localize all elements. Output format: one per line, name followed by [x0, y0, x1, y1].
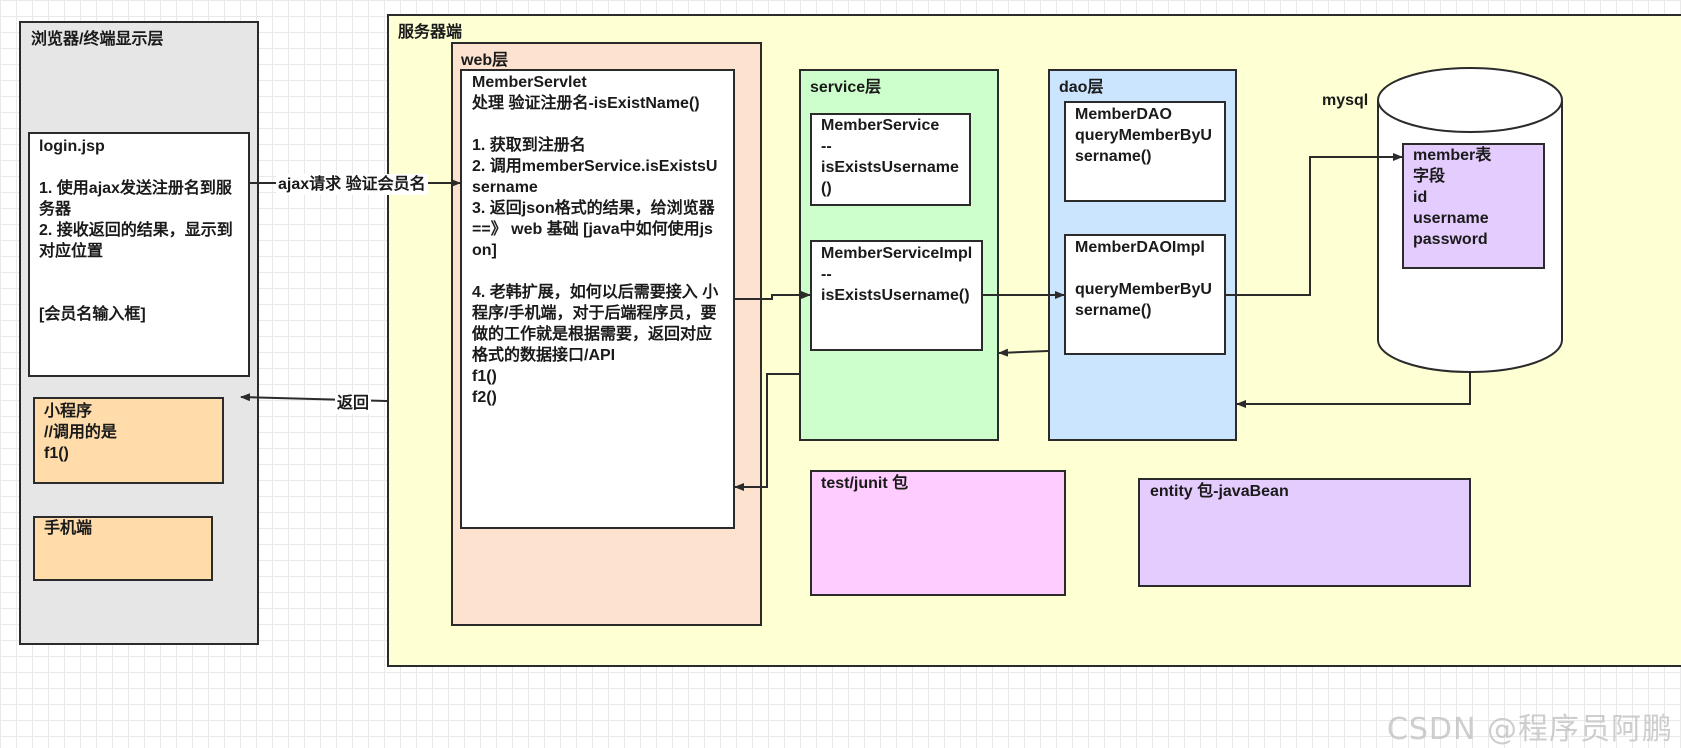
- test-junit-text: test/junit 包: [821, 475, 909, 492]
- member-table-text: member表 字段 id username password: [1413, 147, 1492, 248]
- login-jsp-body: 1. 使用ajax发送注册名到服务器 2. 接收返回的结果，显示到对应位置 [会…: [39, 180, 233, 323]
- login-jsp-title: login.jsp: [39, 138, 105, 155]
- web-layer-title: web层: [461, 52, 509, 69]
- member-service-box: [810, 113, 971, 206]
- miniprogram-text: 小程序 //调用的是 f1(): [44, 403, 117, 462]
- mobile-text: 手机端: [44, 520, 93, 537]
- member-dao-impl-box: [1064, 234, 1226, 355]
- entity-text: entity 包-javaBean: [1150, 483, 1289, 500]
- csdn-watermark: CSDN @程序员阿鹏: [1386, 712, 1673, 747]
- server-area-title: 服务器端: [398, 24, 463, 41]
- member-dao-impl-text: MemberDAOImpl queryMemberByUsername(): [1075, 239, 1212, 319]
- entity-package: [1138, 478, 1471, 587]
- return-label: 返回: [335, 393, 372, 414]
- member-dao-box: [1064, 101, 1226, 202]
- login-jsp-box: [28, 132, 250, 377]
- member-table-box: [1402, 143, 1545, 269]
- test-junit-package: [810, 470, 1066, 596]
- browser-layer-title: 浏览器/终端显示层: [31, 31, 164, 48]
- member-service-impl-box: [810, 240, 983, 351]
- service-layer-title: service层: [810, 79, 882, 96]
- member-service-impl-text: MemberServiceImpl -- isExistsUsername(): [821, 245, 973, 304]
- member-service-text: MemberService -- isExistsUsername(): [821, 117, 959, 197]
- member-servlet-text: MemberServlet 处理 验证注册名-isExistName() 1. …: [472, 74, 719, 406]
- member-servlet-box: [460, 69, 735, 529]
- miniprogram-box: [33, 397, 224, 484]
- ajax-request-label: ajax请求 验证会员名: [276, 174, 428, 195]
- mobile-box: [33, 516, 213, 581]
- mysql-label: mysql: [1322, 92, 1369, 109]
- member-dao-text: MemberDAO queryMemberByUsername(): [1075, 106, 1212, 165]
- dao-layer-title: dao层: [1059, 79, 1104, 96]
